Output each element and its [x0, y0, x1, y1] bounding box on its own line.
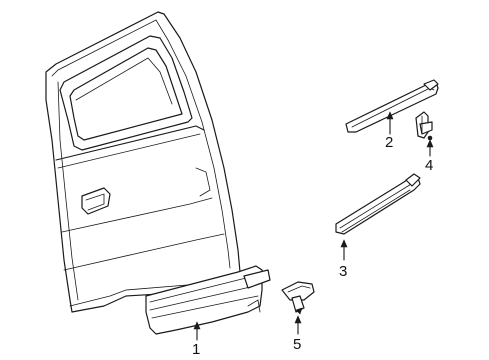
retainer-ridge [287, 285, 311, 293]
belt-molding [55, 125, 205, 161]
door-molding-strip-groove [339, 181, 415, 229]
lower-molding-ridge-3 [151, 295, 259, 319]
door-body-line-1 [61, 197, 213, 233]
door-molding-strip-body [335, 175, 421, 235]
lower-molding-end-tab [243, 269, 271, 289]
arrow-1 [193, 321, 201, 330]
door-flange-rear [57, 81, 79, 301]
rear-door [45, 11, 241, 313]
callout-2: 2 [385, 134, 393, 151]
part-2-upper-molding[interactable] [345, 79, 439, 133]
clip-tab [419, 121, 433, 135]
callout-4: 4 [425, 157, 433, 174]
retainer-body [281, 281, 315, 301]
arrow-4 [426, 139, 434, 148]
retainer-tip [295, 307, 303, 315]
door-handle-grip [85, 193, 105, 211]
belt-line-lower [57, 133, 201, 169]
upper-molding-end-cap [423, 79, 439, 91]
door-handle[interactable] [81, 187, 111, 215]
part-4-molding-clip[interactable] [415, 111, 433, 141]
callout-3: 3 [339, 263, 347, 280]
callout-1: 1 [192, 341, 200, 358]
window-glass [69, 47, 183, 141]
door-body-line-2 [63, 233, 225, 271]
lower-molding-body [145, 265, 263, 335]
retainer-post [291, 295, 305, 313]
arrow-3 [340, 239, 348, 248]
door-molding-strip-end-cap [405, 173, 421, 187]
part-1-lower-molding[interactable] [145, 265, 271, 335]
lower-molding-end-flare [247, 299, 261, 313]
part-5-retainer-clip[interactable] [281, 281, 315, 315]
door-flange-front [51, 19, 231, 269]
door-body-line-3 [69, 281, 225, 307]
door-molding-strip-lower-edge [341, 189, 411, 233]
window-inner-edge [75, 57, 173, 105]
part-3-door-molding-strip[interactable] [335, 173, 421, 235]
arrow-5 [294, 315, 302, 324]
door-rear-edge-detail [195, 167, 211, 197]
callout-5: 5 [293, 336, 301, 353]
arrow-2 [386, 111, 394, 120]
